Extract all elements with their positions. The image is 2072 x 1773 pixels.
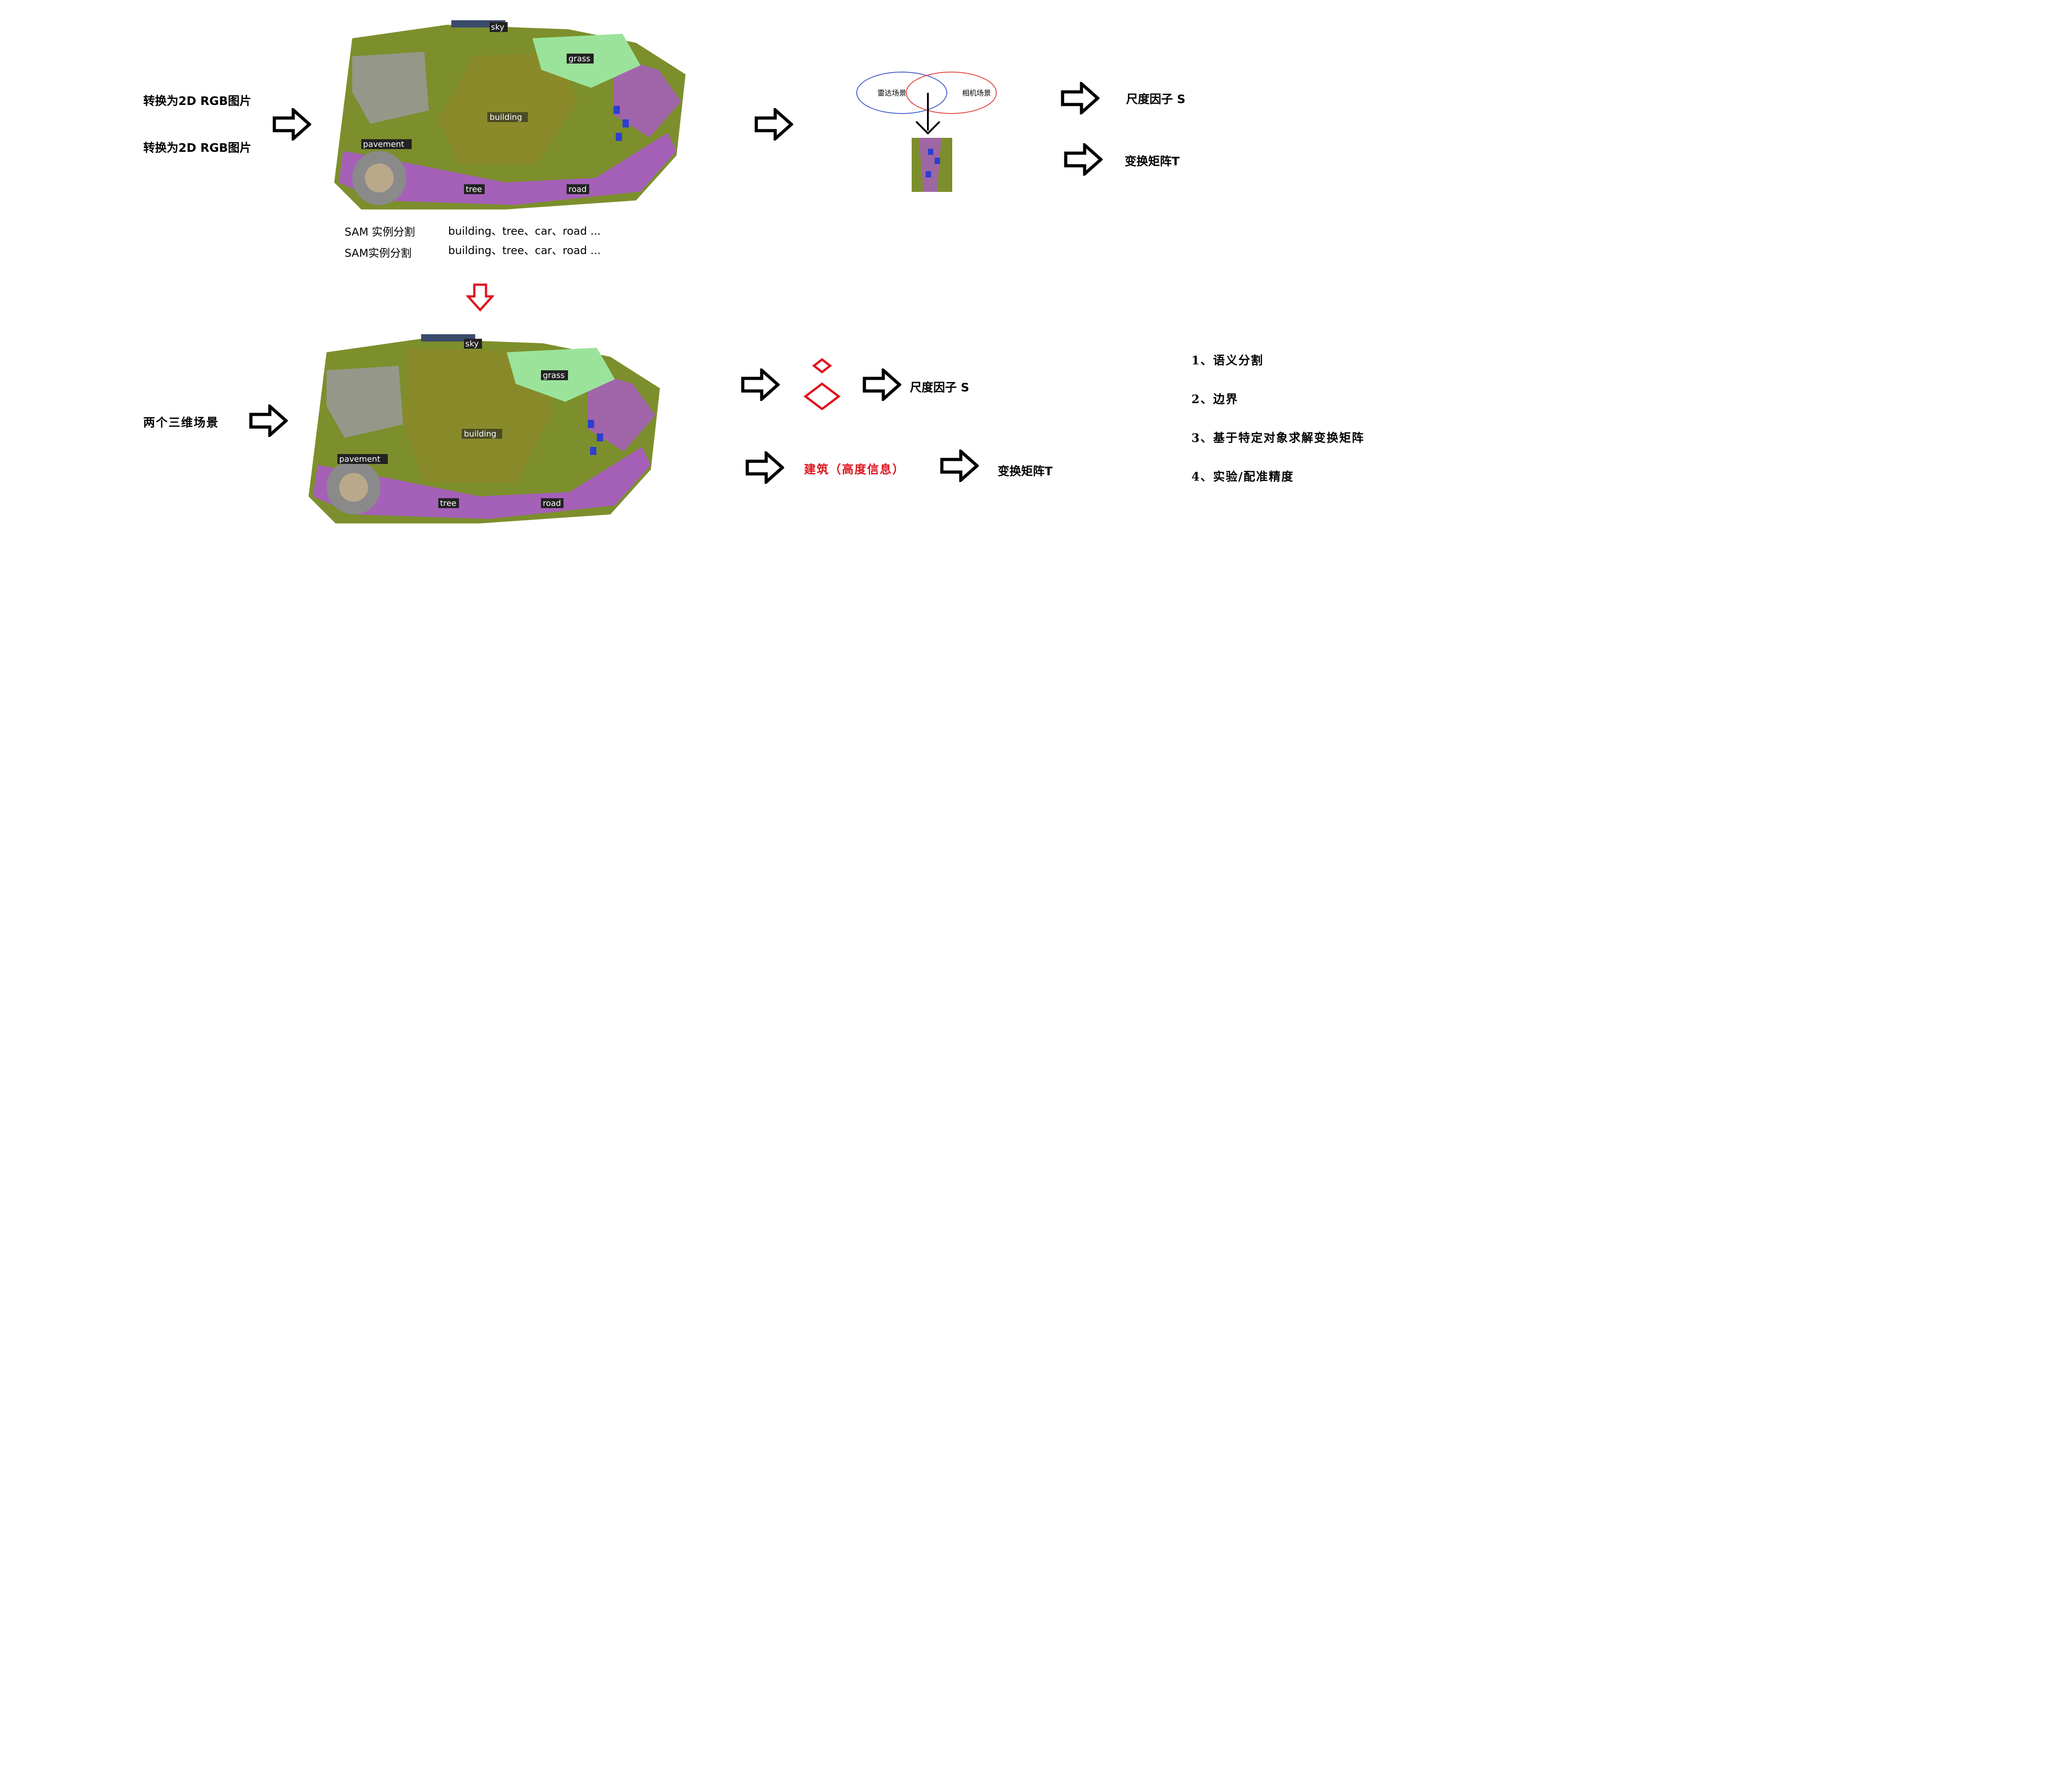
segmented-map-bottom: sky grass building pavement tree road xyxy=(309,334,660,523)
right-arrow-icon xyxy=(754,108,793,141)
scale-factor-label-top: 尺度因子 S xyxy=(1126,93,1186,106)
diamond-icons xyxy=(803,358,841,410)
right-arrow-icon xyxy=(249,405,288,437)
building-height-label: 建筑（高度信息） xyxy=(804,463,905,477)
venn-diagram: 雷达场景 相机场景 xyxy=(856,72,997,192)
map-label-building: building xyxy=(464,429,496,439)
down-arrow-icon xyxy=(466,283,494,312)
scale-factor-label-bottom: 尺度因子 S xyxy=(910,381,969,395)
segmented-map-top: sky grass building pavement tree road xyxy=(334,20,686,209)
sam-title-1: SAM 实例分割 xyxy=(345,226,415,238)
map-label-grass: grass xyxy=(543,371,565,380)
sam-classes-1: building、tree、car、road ... xyxy=(448,225,601,237)
right-arrow-icon xyxy=(940,450,979,482)
map-label-sky: sky xyxy=(491,23,504,32)
venn-left-label: 雷达场景 xyxy=(877,89,906,97)
transform-matrix-label-top: 变换矩阵T xyxy=(1125,155,1180,168)
map-label-building: building xyxy=(490,113,522,122)
two-3d-scenes-label: 两个三维场景 xyxy=(143,416,219,430)
right-arrow-icon xyxy=(863,368,901,401)
convert-label-2: 转换为2D RGB图片 xyxy=(143,141,251,155)
right-arrow-icon xyxy=(741,368,780,401)
right-arrow-icon xyxy=(745,451,784,484)
map-label-sky: sky xyxy=(465,339,479,349)
right-arrow-icon xyxy=(1061,82,1100,114)
step-4: 4、实验/配准精度 xyxy=(1191,470,1294,484)
step-2: 2、边界 xyxy=(1191,393,1239,406)
map-label-pavement: pavement xyxy=(363,140,404,149)
sam-title-2: SAM实例分割 xyxy=(345,247,412,259)
map-label-grass: grass xyxy=(568,54,591,64)
map-label-pavement: pavement xyxy=(339,455,380,464)
convert-label-1: 转换为2D RGB图片 xyxy=(143,95,251,108)
map-label-tree: tree xyxy=(466,185,482,194)
right-arrow-icon xyxy=(273,108,311,141)
map-label-road: road xyxy=(543,499,561,508)
venn-right-label: 相机场景 xyxy=(962,89,991,97)
map-label-tree: tree xyxy=(440,499,456,508)
transform-matrix-label-bottom: 变换矩阵T xyxy=(998,465,1053,478)
map-label-road: road xyxy=(568,185,586,194)
right-arrow-icon xyxy=(1064,143,1103,176)
sam-classes-2: building、tree、car、road ... xyxy=(448,244,601,257)
step-3: 3、基于特定对象求解变换矩阵 xyxy=(1191,432,1365,445)
step-1: 1、语义分割 xyxy=(1191,354,1264,368)
